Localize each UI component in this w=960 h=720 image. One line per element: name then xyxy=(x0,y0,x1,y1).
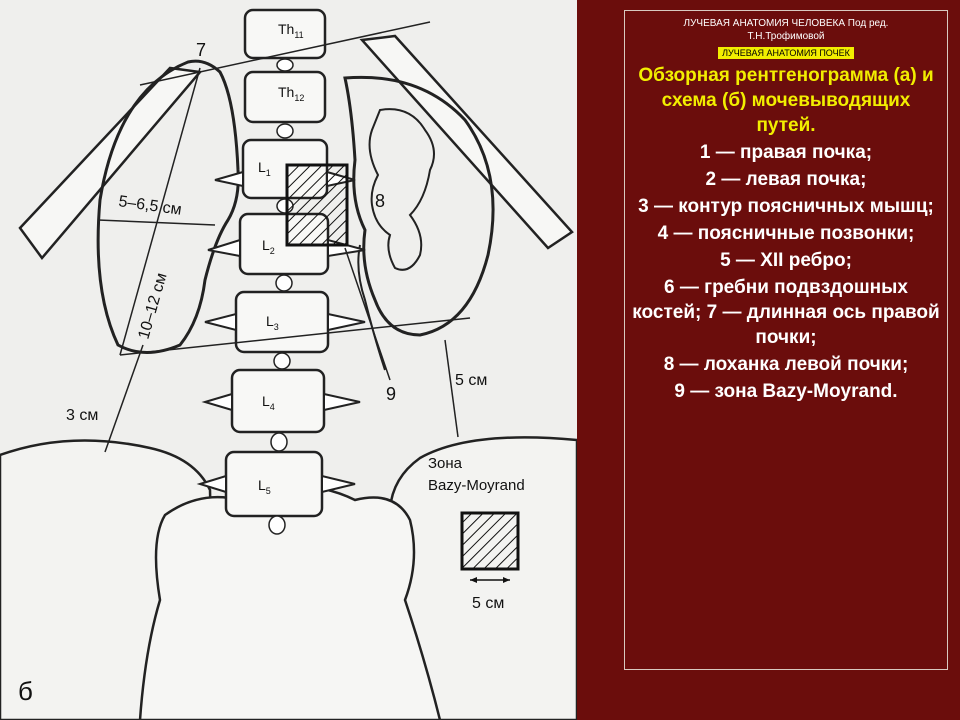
width-line xyxy=(97,219,216,226)
vertebra-label-th12: Th12 xyxy=(278,84,304,103)
bazy-moyrand-zone-on-spine xyxy=(285,163,349,247)
zone-label-line1: Зона xyxy=(428,455,463,472)
vertebra-label-l2: L2 xyxy=(262,237,275,256)
vertebra-l3 xyxy=(234,290,330,354)
upper-line xyxy=(139,21,431,86)
label-3-cm: 3 см xyxy=(66,407,98,424)
caption-title: Обзорная рентгенограмма (а) и схема (б) … xyxy=(638,65,934,136)
caption-item-3: 3 — контур поясничных мышц; xyxy=(638,196,934,217)
zone-label-line2: Bazy-Moyrand xyxy=(428,477,525,494)
sacrum xyxy=(138,483,442,720)
section-title: ЛУЧЕВАЯ АНАТОМИЯ ПОЧЕК xyxy=(718,47,854,59)
kidney-long-axis xyxy=(119,67,201,356)
label-9: 9 xyxy=(386,384,396,404)
vertebra-label-l4: L4 xyxy=(262,393,275,412)
caption-item-6: 6 — гребни подвздошных костей; 7 — длинн… xyxy=(632,277,940,348)
caption-panel: ЛУЧЕВАЯ АНАТОМИЯ ЧЕЛОВЕКА Под ред. Т.Н.Т… xyxy=(624,10,948,670)
caption-item-7: 8 — лоханка левой почки; xyxy=(663,354,909,375)
vertebra-l4 xyxy=(230,368,326,434)
label9-leader xyxy=(344,247,391,381)
urinary-tract-scheme: Th11 Th12 L1 L2 L3 L4 L5 7 8 9 5–6,5 см … xyxy=(0,8,577,720)
left-kidney-pelvis xyxy=(368,108,435,271)
vertebra-l5 xyxy=(224,450,324,518)
caption-item-5: 5 — XII ребро; xyxy=(720,250,852,271)
zone-legend-square xyxy=(460,511,520,571)
vertebra-label-th11: Th11 xyxy=(278,21,304,40)
label-8: 8 xyxy=(375,191,385,211)
vertebra-label-l5: L5 xyxy=(258,477,271,496)
caption-item-1: 1 — правая почка; xyxy=(699,142,873,163)
caption-item-2: 2 — левая почка; xyxy=(705,169,867,190)
vertebra-label-l1: L1 xyxy=(258,159,271,178)
caption-item-4: 4 — поясничные позвонки; xyxy=(657,223,915,244)
vertebra-th11 xyxy=(243,8,327,60)
right-kidney xyxy=(96,59,240,354)
vertebra-label-l3: L3 xyxy=(266,313,279,332)
left-rib-xii xyxy=(359,34,574,250)
label-5-cm-right: 5 см xyxy=(455,372,487,389)
left-kidney xyxy=(343,75,495,337)
right-psoas-line xyxy=(104,344,144,453)
source-line-2: Т.Н.Трофимовой xyxy=(747,31,825,42)
anatomy-diagram: Th11 Th12 L1 L2 L3 L4 L5 7 8 9 5–6,5 см … xyxy=(0,0,577,720)
left-psoas-line xyxy=(444,339,459,438)
caption-item-8: 9 — зона Bazy-Moyrand. xyxy=(674,381,898,402)
label-5-cm-box: 5 см xyxy=(472,595,504,612)
panel-letter: б xyxy=(18,676,33,706)
label-7: 7 xyxy=(196,40,206,60)
vertebra-th12 xyxy=(243,70,327,124)
lower-line xyxy=(119,317,471,356)
source-line-1: ЛУЧЕВАЯ АНАТОМИЯ ЧЕЛОВЕКА Под ред. xyxy=(683,18,889,29)
left-ureter xyxy=(357,244,386,371)
label-5-6-5-cm: 5–6,5 см xyxy=(117,193,182,219)
